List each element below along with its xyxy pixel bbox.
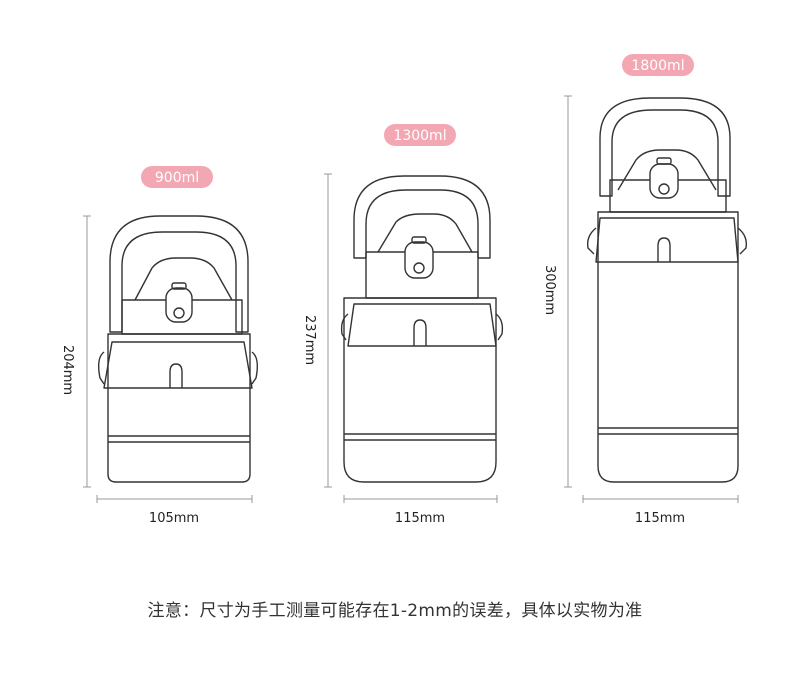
measurement-note: 注意：尺寸为手工测量可能存在1-2mm的误差，具体以实物为准 — [147, 601, 643, 621]
width-dimensions — [96, 495, 739, 503]
width-label-1300: 115mm — [395, 511, 445, 526]
height-dimensions — [83, 95, 572, 488]
bottle-1800ml — [586, 97, 748, 483]
svg-text:1300ml: 1300ml — [393, 128, 446, 144]
height-label-1800: 300mm — [542, 265, 557, 315]
width-label-1800: 115mm — [635, 511, 685, 526]
width-label-900: 105mm — [149, 511, 199, 526]
bottle-1300ml — [340, 175, 504, 483]
height-label-1300: 237mm — [302, 315, 317, 365]
svg-text:1800ml: 1800ml — [631, 58, 684, 74]
svg-text:900ml: 900ml — [155, 170, 199, 186]
capacity-badge-1300: 1300ml — [384, 124, 456, 146]
height-label-900: 204mm — [60, 345, 75, 395]
bottle-900ml — [97, 215, 259, 483]
capacity-badge-1800: 1800ml — [622, 54, 694, 76]
capacity-badge-900: 900ml — [141, 166, 213, 188]
